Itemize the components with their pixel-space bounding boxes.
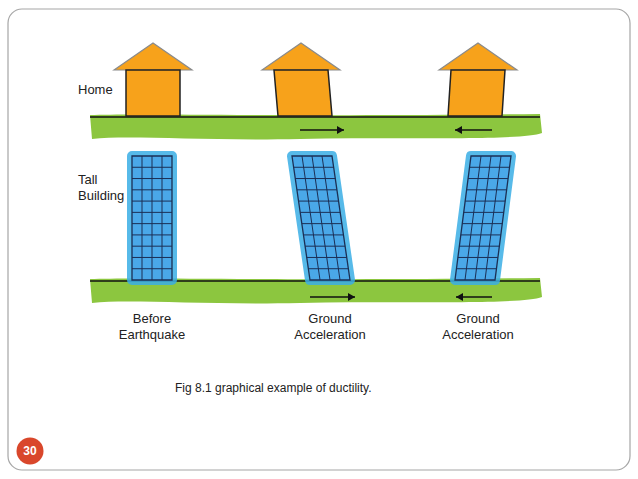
arrow-head: [348, 293, 355, 301]
building-body: [132, 156, 172, 280]
sway-glow: [455, 156, 511, 280]
building-grid: [132, 156, 172, 280]
figure-caption: Fig 8.1 graphical example of ductility.: [175, 381, 372, 396]
house-body: [126, 70, 180, 116]
page-number: 30: [16, 437, 44, 465]
slide-border: [8, 9, 630, 470]
house-roof: [439, 43, 517, 70]
row-label: Tall Building: [78, 172, 136, 205]
stage-label: Ground Acceleration: [423, 311, 533, 344]
ground-band: [90, 114, 542, 139]
building-body: [455, 156, 511, 280]
sway-glow: [132, 156, 172, 280]
house-roof: [114, 43, 192, 70]
house-body: [448, 70, 505, 116]
row-label: Home: [78, 82, 138, 98]
arrow-head: [456, 293, 463, 301]
building-grid: [294, 156, 349, 280]
arrow-head: [337, 126, 344, 134]
building-grid: [456, 156, 509, 280]
house-roof: [262, 43, 340, 70]
sway-glow: [292, 156, 350, 280]
arrow-head: [455, 126, 462, 134]
stage-label: Before Earthquake: [102, 311, 202, 344]
house-body: [274, 70, 332, 116]
building-body: [292, 156, 350, 280]
stage-label: Ground Acceleration: [275, 311, 385, 344]
page-number-badge: 30: [16, 437, 44, 465]
